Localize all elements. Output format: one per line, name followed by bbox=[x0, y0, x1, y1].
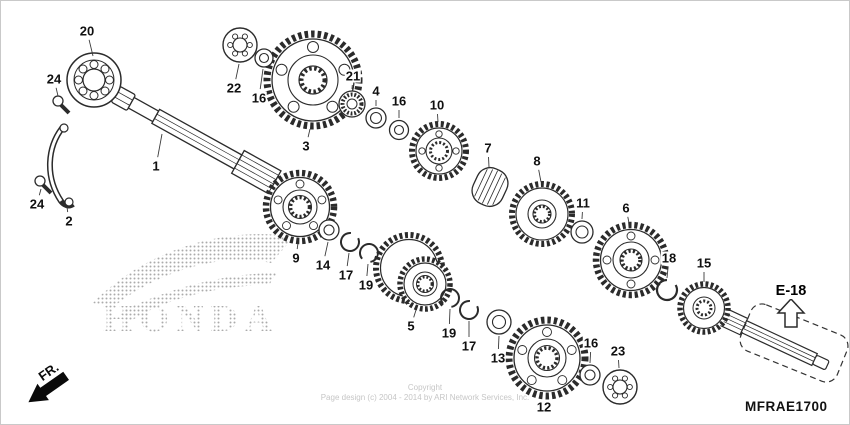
leader-line bbox=[448, 308, 451, 325]
part-6-gear bbox=[592, 221, 670, 299]
callout-4[interactable]: 4 bbox=[371, 83, 381, 99]
e18-reference-box bbox=[739, 303, 849, 383]
part-18-snap-ring bbox=[655, 278, 679, 302]
callout-16[interactable]: 16 bbox=[582, 335, 600, 351]
part-14-washer bbox=[318, 219, 340, 241]
leader-line bbox=[55, 87, 59, 97]
part-3-gear bbox=[263, 30, 363, 130]
fr-arrow-icon bbox=[28, 371, 69, 403]
callout-1[interactable]: 1 bbox=[151, 158, 161, 174]
part-4-bushing bbox=[365, 107, 387, 129]
callout-12[interactable]: 12 bbox=[535, 399, 553, 415]
leader-line bbox=[589, 351, 592, 364]
part-22-bearing bbox=[222, 27, 258, 63]
part-24-bolt-lower bbox=[34, 175, 53, 195]
leader-line bbox=[538, 169, 542, 183]
part-16-washer-c bbox=[579, 364, 601, 386]
part-16-washer-b bbox=[388, 119, 410, 141]
leader-line bbox=[618, 359, 620, 369]
callout-23[interactable]: 23 bbox=[609, 343, 627, 359]
callout-19[interactable]: 19 bbox=[440, 325, 458, 341]
part-21-needle-bearing bbox=[338, 90, 366, 118]
leader-line bbox=[66, 206, 69, 213]
part-16-washer-a bbox=[254, 48, 274, 68]
leader-line bbox=[413, 309, 417, 318]
leader-line bbox=[38, 188, 42, 196]
honda-wing-icon bbox=[93, 234, 294, 307]
leader-line bbox=[259, 68, 264, 90]
part-23-bearing bbox=[602, 369, 638, 405]
callout-14[interactable]: 14 bbox=[314, 257, 332, 273]
part-17-snap-ring-a bbox=[340, 232, 360, 252]
part-15-gear bbox=[677, 281, 731, 335]
callout-7[interactable]: 7 bbox=[483, 140, 493, 156]
part-15-gear-shaft bbox=[715, 306, 830, 370]
leader-line bbox=[296, 242, 299, 250]
callout-10[interactable]: 10 bbox=[428, 97, 446, 113]
callout-6[interactable]: 6 bbox=[621, 200, 631, 216]
honda-watermark-text: HONDA bbox=[103, 298, 279, 340]
leader-line bbox=[324, 241, 329, 257]
leader-lines bbox=[38, 39, 705, 399]
part-8-gear bbox=[509, 181, 575, 247]
part-24-bolt-upper bbox=[52, 95, 71, 115]
leader-line bbox=[488, 156, 490, 168]
part-19-spring-washer-a bbox=[359, 243, 380, 263]
callout-5[interactable]: 5 bbox=[406, 318, 416, 334]
part-10-gear bbox=[409, 121, 469, 181]
honda-wing-lower-icon bbox=[119, 273, 277, 321]
leader-line bbox=[346, 252, 350, 267]
e18-up-arrow-icon bbox=[776, 297, 806, 328]
callout-20[interactable]: 20 bbox=[78, 23, 96, 39]
callout-2[interactable]: 2 bbox=[64, 213, 74, 229]
callout-8[interactable]: 8 bbox=[532, 153, 542, 169]
part-7-roller-bearing bbox=[471, 166, 509, 208]
callout-15[interactable]: 15 bbox=[695, 255, 713, 271]
leader-line bbox=[88, 39, 94, 57]
callout-17[interactable]: 17 bbox=[337, 267, 355, 283]
callout-21[interactable]: 21 bbox=[344, 68, 362, 84]
copyright-notice: Copyright Page design (c) 2004 - 2014 by… bbox=[1, 383, 849, 404]
callout-13[interactable]: 13 bbox=[489, 350, 507, 366]
callout-24[interactable]: 24 bbox=[28, 196, 46, 212]
leader-line bbox=[666, 266, 669, 279]
part-11-bushing bbox=[570, 220, 594, 244]
diagram-code: MFRAE1700 bbox=[745, 399, 828, 414]
callout-22[interactable]: 22 bbox=[225, 80, 243, 96]
leader-line bbox=[157, 133, 163, 158]
leader-line bbox=[437, 113, 439, 123]
callout-24[interactable]: 24 bbox=[45, 71, 63, 87]
honda-watermark: HONDA bbox=[93, 234, 294, 340]
callout-16[interactable]: 16 bbox=[250, 90, 268, 106]
leader-line bbox=[497, 335, 500, 350]
callout-9[interactable]: 9 bbox=[291, 250, 301, 266]
leader-line bbox=[307, 128, 311, 138]
leader-line bbox=[366, 263, 369, 277]
ref-e18-label[interactable]: E-18 bbox=[775, 283, 807, 299]
leader-line bbox=[235, 63, 240, 80]
leader-line bbox=[627, 216, 630, 224]
callout-17[interactable]: 17 bbox=[460, 338, 478, 354]
part-12-gear bbox=[505, 316, 589, 400]
callout-3[interactable]: 3 bbox=[301, 138, 311, 154]
callout-11[interactable]: 11 bbox=[575, 195, 591, 211]
part-9-gear bbox=[262, 169, 338, 245]
copyright-line-2: Page design (c) 2004 - 2014 by ARI Netwo… bbox=[320, 393, 530, 403]
part-20-bearing bbox=[66, 52, 122, 108]
part-2-bracket bbox=[47, 123, 75, 209]
callout-18[interactable]: 18 bbox=[660, 250, 678, 266]
copyright-line-1: Copyright bbox=[407, 383, 443, 392]
part-5-gear-cluster bbox=[373, 232, 453, 312]
callout-19[interactable]: 19 bbox=[357, 277, 375, 293]
part-13-bushing bbox=[486, 309, 512, 335]
part-19-spring-washer-b bbox=[440, 288, 460, 308]
part-17-snap-ring-b bbox=[459, 300, 479, 320]
callout-16[interactable]: 16 bbox=[390, 93, 408, 109]
